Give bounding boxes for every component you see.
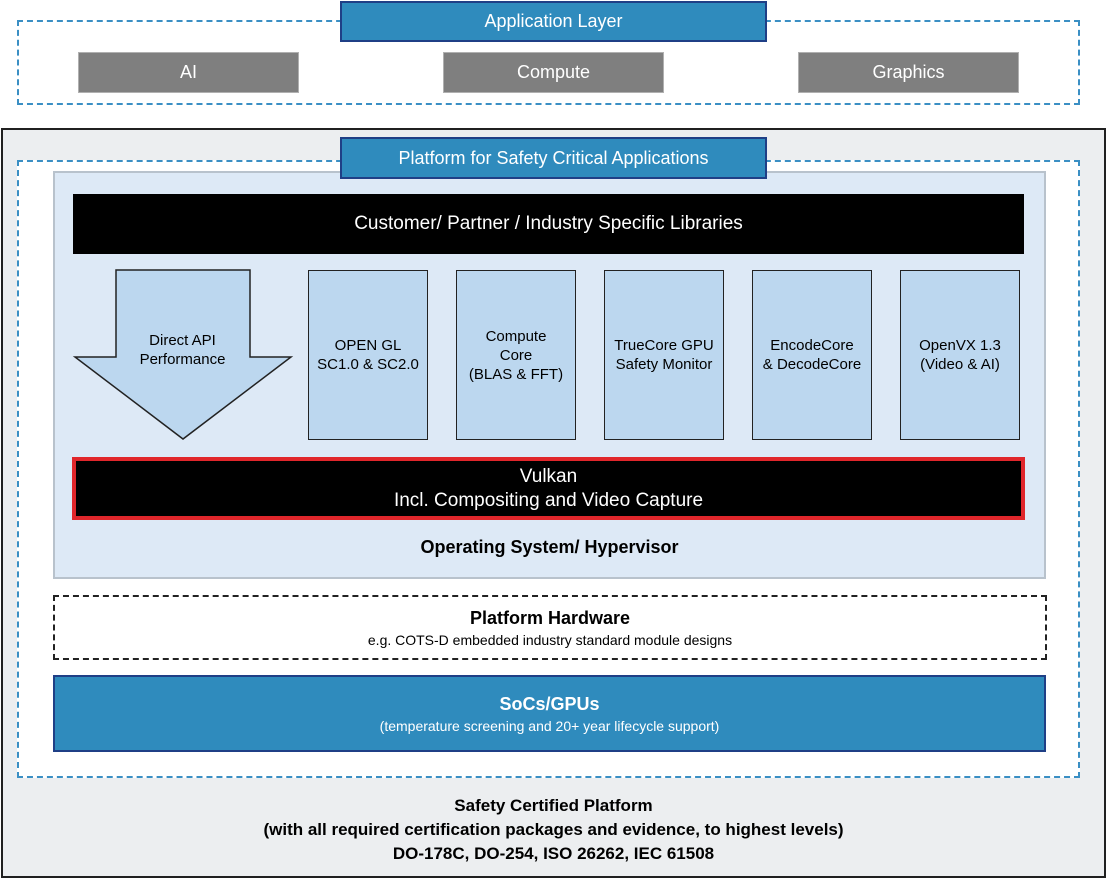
api-box-compute-core: Compute Core (BLAS & FFT) [456,270,576,440]
api-box-line: EncodeCore [770,337,854,354]
direct-api-label: Direct API Performance [110,330,255,370]
platform-hardware-subtitle: e.g. COTS-D embedded industry standard m… [367,631,733,648]
soc-gpu-box: SoCs/GPUs (temperature screening and 20+… [53,675,1046,752]
api-box-line: Core [499,346,533,364]
vulkan-title: Vulkan [519,465,578,487]
platform-hardware-box: Platform Hardware e.g. COTS-D embedded i… [53,595,1047,660]
direct-api-line-1: Direct API [149,332,216,349]
vulkan-bar: Vulkan Incl. Compositing and Video Captu… [72,457,1025,520]
soc-gpu-title: SoCs/GPUs [499,693,600,714]
api-box-line: & DecodeCore [762,356,862,373]
certification-line-3: DO-178C, DO-254, ISO 26262, IEC 61508 [392,843,715,863]
api-box-line: TrueCore GPU [614,337,714,354]
api-box-line: OpenVX 1.3 [919,337,1001,354]
vulkan-subtitle: Incl. Compositing and Video Capture [393,489,704,511]
platform-hardware-title: Platform Hardware [469,607,631,628]
operating-system-label: Operating System/ Hypervisor [420,536,679,557]
api-box-line: OPEN GL [334,337,402,354]
api-box-line: Compute [485,327,547,345]
api-box-opengl: OPEN GL SC1.0 & SC2.0 [308,270,428,440]
api-box-encodecore: EncodeCore & DecodeCore [752,270,872,440]
certification-line-1: Safety Certified Platform [454,795,653,815]
direct-api-line-2: Performance [139,351,226,368]
api-box-line: SC1.0 & SC2.0 [317,356,419,373]
soc-gpu-subtitle: (temperature screening and 20+ year life… [379,717,720,734]
api-box-line: (Video & AI) [920,356,1000,373]
certification-line-2: (with all required certification package… [263,819,844,839]
application-layer-title: Application Layer [340,1,767,42]
app-item-graphics: Graphics [798,52,1019,93]
platform-title: Platform for Safety Critical Application… [340,137,767,179]
certification-text: Safety Certified Platform (with all requ… [1,792,1106,867]
api-box-line: (BLAS & FFT) [468,365,564,383]
app-item-compute: Compute [443,52,664,93]
api-box-openvx: OpenVX 1.3 (Video & AI) [900,270,1020,440]
app-item-ai: AI [78,52,299,93]
api-box-line: Safety Monitor [615,356,713,373]
direct-api-arrow [72,269,294,440]
libraries-bar: Customer/ Partner / Industry Specific Li… [73,194,1024,254]
api-box-truecore: TrueCore GPU Safety Monitor [604,270,724,440]
